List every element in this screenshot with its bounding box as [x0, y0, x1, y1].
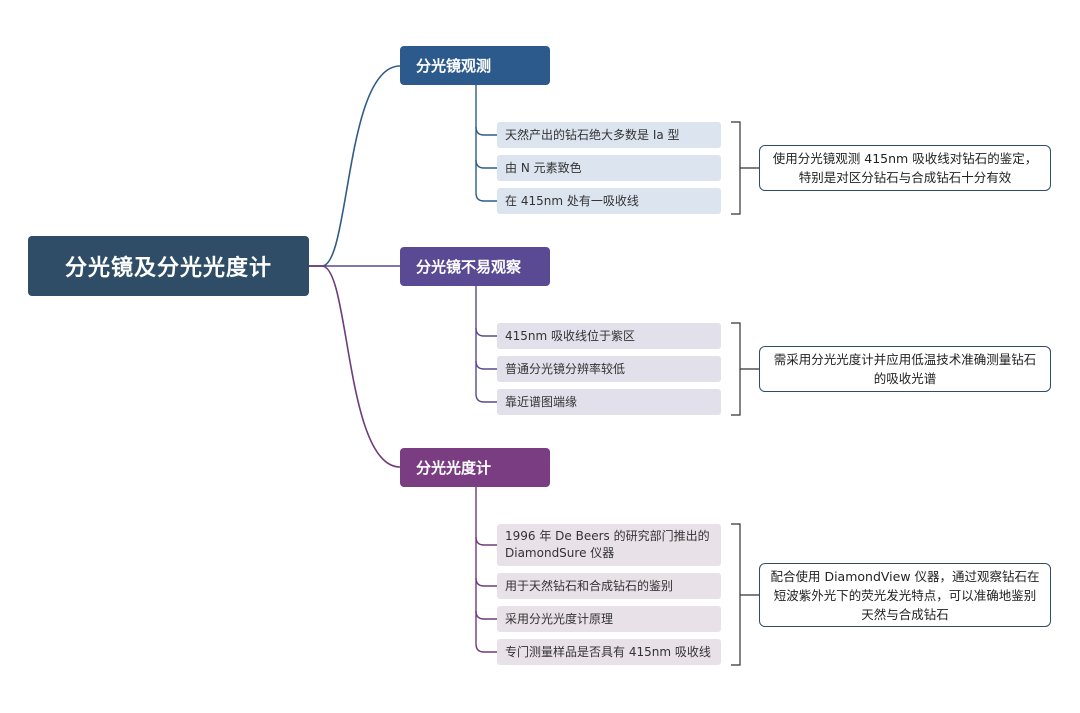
bracket-branch-2	[731, 322, 759, 416]
leaf-node[interactable]: 采用分光光度计原理	[497, 606, 721, 632]
leaf-node[interactable]: 1996 年 De Beers 的研究部门推出的 DiamondSure 仪器	[497, 524, 721, 566]
leaf-node[interactable]: 靠近谱图端缘	[497, 389, 721, 415]
connector-branch-1-trunk	[475, 85, 497, 202]
connector-branch-2-trunk	[475, 286, 497, 403]
connector-root-branch-3	[309, 265, 401, 468]
leaf-node[interactable]: 在 415nm 处有一吸收线	[497, 188, 721, 214]
leaf-node[interactable]: 用于天然钻石和合成钻石的鉴别	[497, 573, 721, 599]
branch-node-spectrophotometer[interactable]: 分光光度计	[400, 448, 550, 487]
bracket-branch-3	[731, 523, 759, 666]
connector-branch-3-leaf-1	[475, 536, 497, 546]
connector-root-branch-1	[309, 65, 401, 267]
summary-note[interactable]: 使用分光镜观测 415nm 吸收线对钻石的鉴定，特别是对区分钻石与合成钻石十分有…	[759, 145, 1051, 191]
leaf-node[interactable]: 415nm 吸收线位于紫区	[497, 323, 721, 349]
connector-branch-3-leaf-2	[475, 577, 497, 587]
connector-branch-3-trunk	[475, 487, 497, 653]
leaf-node[interactable]: 普通分光镜分辨率较低	[497, 356, 721, 382]
connector-branch-3-leaf-3	[475, 610, 497, 620]
bracket-branch-1	[731, 121, 759, 215]
branch-node-spectroscope-observation[interactable]: 分光镜观测	[400, 46, 550, 85]
leaf-node[interactable]: 专门测量样品是否具有 415nm 吸收线	[497, 639, 721, 665]
connector-branch-2-leaf-1	[475, 327, 497, 337]
leaf-node[interactable]: 由 N 元素致色	[497, 155, 721, 181]
summary-note[interactable]: 配合使用 DiamondView 仪器，通过观察钻石在短波紫外光下的荧光发光特点…	[759, 563, 1051, 627]
summary-note[interactable]: 需采用分光光度计并应用低温技术准确测量钻石的吸收光谱	[759, 346, 1051, 392]
connector-branch-2-leaf-2	[475, 360, 497, 370]
leaf-node[interactable]: 天然产出的钻石绝大多数是 Ia 型	[497, 122, 721, 148]
root-node[interactable]: 分光镜及分光光度计	[28, 236, 309, 296]
connector-branch-1-leaf-1	[475, 126, 497, 136]
branch-node-hard-to-observe[interactable]: 分光镜不易观察	[400, 247, 550, 286]
connector-branch-1-leaf-2	[475, 159, 497, 169]
